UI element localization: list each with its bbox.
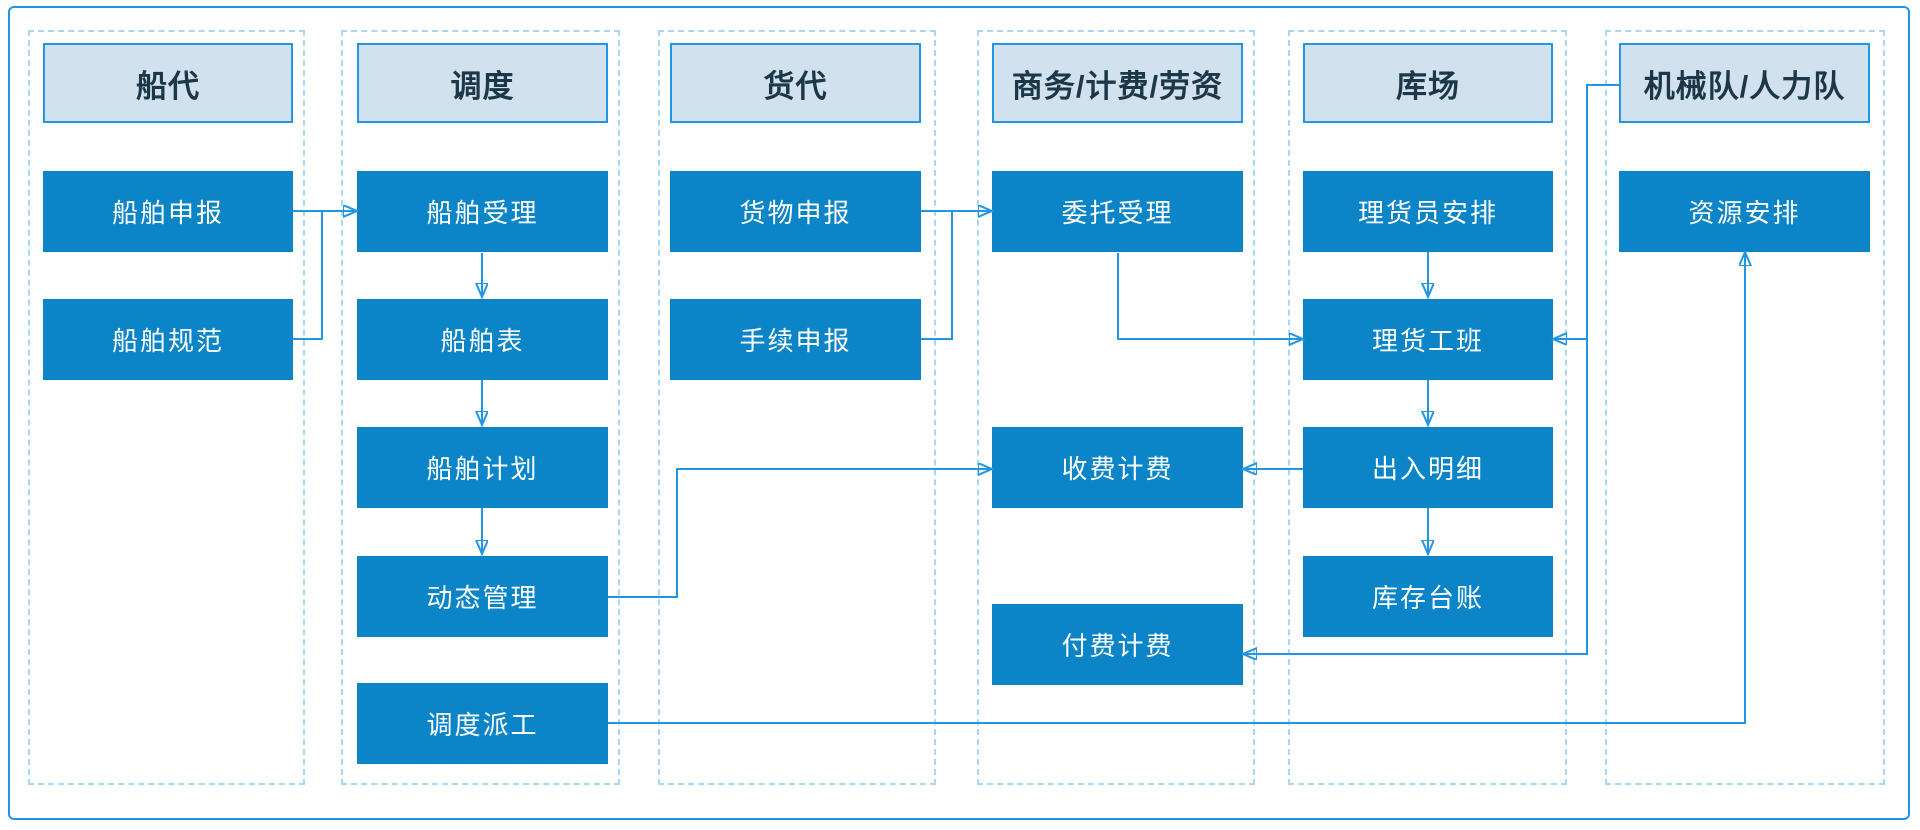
node-ship-specification: 船舶规范 [43,299,293,380]
lane-header-warehouse-yard: 库场 [1303,43,1553,123]
lane-ship-agent [28,30,305,785]
lane-machinery-manpower [1605,30,1885,785]
node-inventory-ledger: 库存台账 [1303,556,1553,637]
lane-header-dispatch: 调度 [357,43,608,123]
node-tally-shift: 理货工班 [1303,299,1553,380]
node-tally-clerk-arrangement: 理货员安排 [1303,171,1553,252]
node-cargo-declaration: 货物申报 [670,171,921,252]
node-ship-table: 船舶表 [357,299,608,380]
lane-header-freight-forwarder: 货代 [670,43,921,123]
node-entrust-acceptance: 委托受理 [992,171,1243,252]
lane-warehouse-yard [1288,30,1567,785]
node-ship-plan: 船舶计划 [357,427,608,508]
lane-dispatch [341,30,620,785]
node-resource-arrangement: 资源安排 [1619,171,1870,252]
node-inout-details: 出入明细 [1303,427,1553,508]
node-procedure-declaration: 手续申报 [670,299,921,380]
lane-freight-forwarder [658,30,936,785]
node-dispatch-assignment: 调度派工 [357,683,608,764]
node-dynamic-management: 动态管理 [357,556,608,637]
node-payment-billing: 付费计费 [992,604,1243,685]
lane-header-machinery-manpower: 机械队/人力队 [1619,43,1870,123]
node-charge-billing: 收费计费 [992,427,1243,508]
lane-header-commerce-billing-labor: 商务/计费/劳资 [992,43,1243,123]
lane-header-ship-agent: 船代 [43,43,293,123]
diagram-outer-border [8,6,1910,820]
node-ship-acceptance: 船舶受理 [357,171,608,252]
node-ship-declaration: 船舶申报 [43,171,293,252]
